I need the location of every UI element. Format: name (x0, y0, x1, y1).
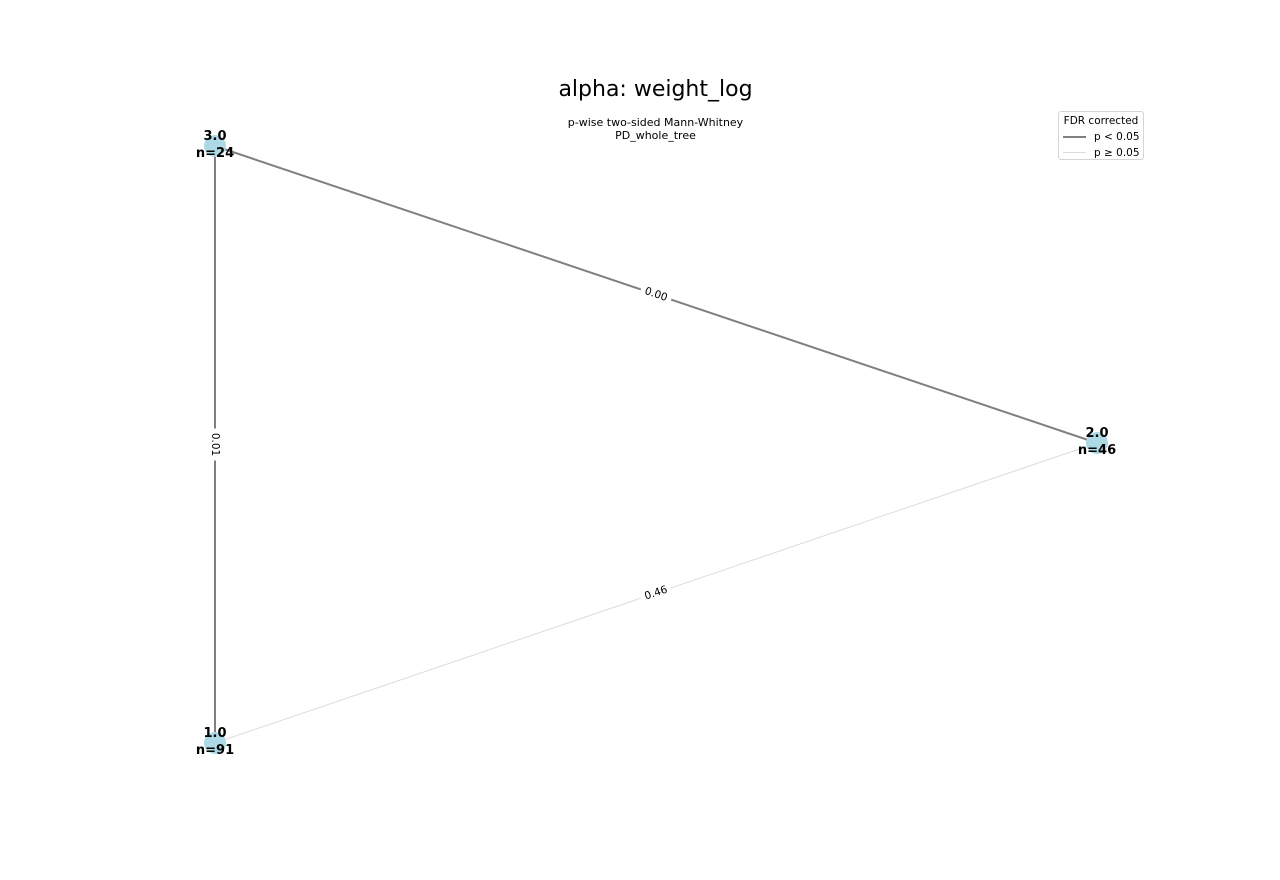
edge-label-group-3.0-1.0: 0.01 (208, 428, 222, 461)
node-2.0 (1086, 432, 1108, 454)
metric-name-subtitle: PD_whole_tree (615, 129, 696, 142)
legend-item-nonsignificant: p ≥ 0.05 (1063, 146, 1140, 159)
edge-label-group-1.0-2.0: 0.46 (638, 581, 674, 605)
edge-p-value-label: 0.01 (209, 433, 221, 456)
legend-item-significant: p < 0.05 (1063, 130, 1140, 143)
nodes-layer (204, 135, 1108, 754)
edge-label-background (638, 581, 674, 605)
node-count-label: n=46 (1078, 443, 1116, 458)
legend-swatch-nonsignificant (1063, 152, 1086, 153)
labels-layer: 0.00 0.01 0.46 3.0 n=24 2.0 n=46 1.0 n=91 (196, 129, 1116, 758)
legend: FDR corrected p < 0.05 p ≥ 0.05 (1058, 111, 1144, 160)
node-label: 1.0 (203, 726, 226, 741)
node-count-label: n=91 (196, 743, 234, 758)
node-label: 3.0 (203, 129, 226, 144)
legend-swatch-significant (1063, 135, 1086, 138)
edge-label-group-3.0-2.0: 0.00 (638, 282, 674, 307)
edges-layer (214, 145, 1098, 744)
node-3.0 (204, 135, 226, 157)
test-name-subtitle: p-wise two-sided Mann-Whitney (567, 116, 744, 129)
node-label: 2.0 (1085, 426, 1108, 441)
node-1.0 (204, 732, 226, 754)
node-count-label: n=24 (196, 146, 234, 161)
edge-label-background (638, 282, 674, 307)
edge-label-background (208, 428, 222, 461)
legend-label-nonsignificant: p ≥ 0.05 (1094, 146, 1140, 159)
legend-title: FDR corrected (1063, 115, 1139, 127)
legend-label-significant: p < 0.05 (1094, 130, 1140, 143)
chart-title: alpha: weight_log (558, 77, 753, 102)
